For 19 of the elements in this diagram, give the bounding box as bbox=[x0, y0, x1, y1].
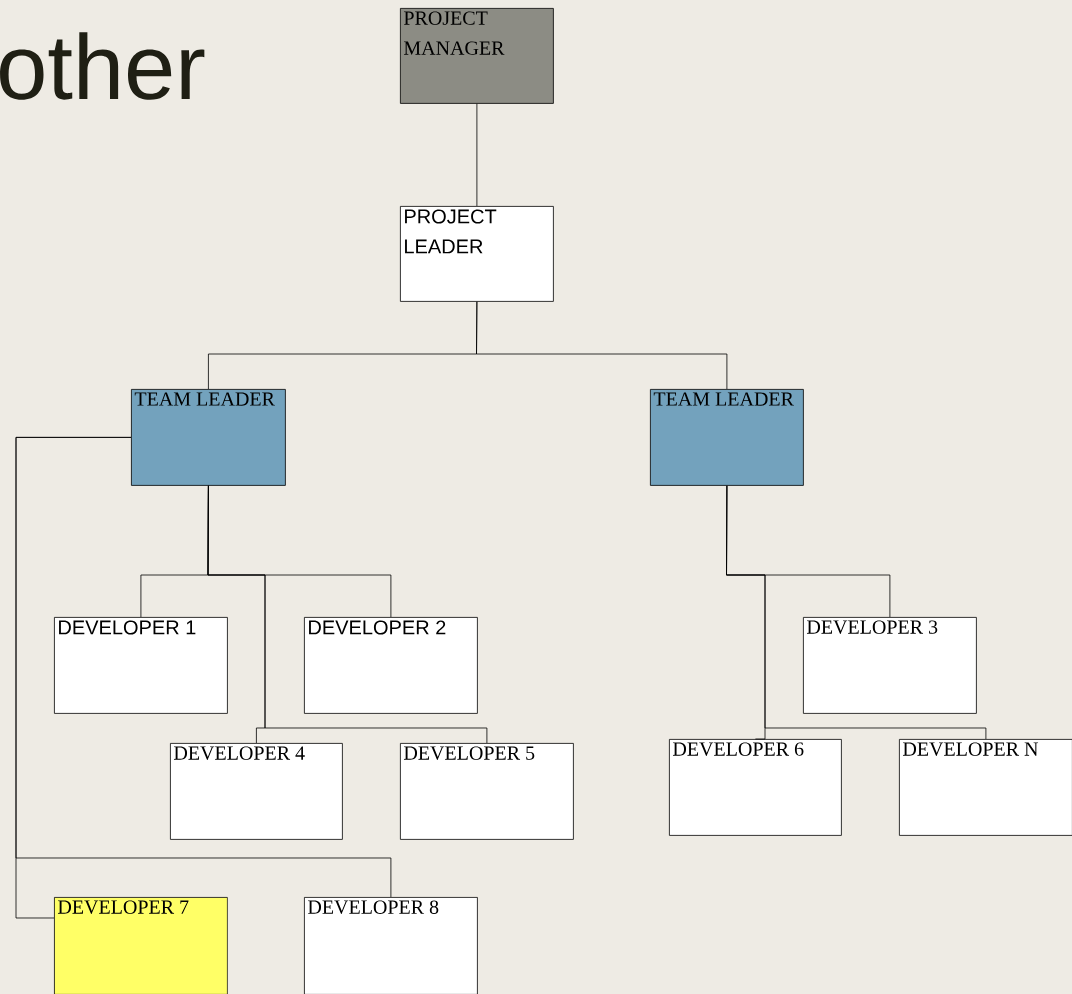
org-box: DEVELOPER 3 bbox=[803, 617, 977, 714]
org-box: DEVELOPER 8 bbox=[304, 897, 478, 994]
connector-line bbox=[15, 437, 392, 898]
org-box: DEVELOPER 7 bbox=[54, 897, 228, 994]
org-box: PROJECT MANAGER bbox=[400, 8, 554, 104]
org-box: DEVELOPER 6 bbox=[669, 739, 842, 836]
slide-title: other bbox=[0, 32, 205, 100]
connector-line bbox=[726, 485, 987, 740]
org-box: DEVELOPER 1 bbox=[54, 617, 228, 714]
org-box: DEVELOPER 4 bbox=[170, 743, 343, 840]
org-box: DEVELOPER N bbox=[899, 739, 1072, 836]
connector-line bbox=[476, 103, 478, 207]
org-box: DEVELOPER 5 bbox=[400, 743, 574, 840]
org-box: TEAM LEADER bbox=[131, 389, 286, 486]
org-box: TEAM LEADER bbox=[650, 389, 804, 486]
org-box: DEVELOPER 2 bbox=[304, 617, 478, 714]
connector-line bbox=[207, 485, 488, 744]
org-box: PROJECT LEADER bbox=[400, 206, 554, 302]
connector-line bbox=[476, 301, 728, 390]
